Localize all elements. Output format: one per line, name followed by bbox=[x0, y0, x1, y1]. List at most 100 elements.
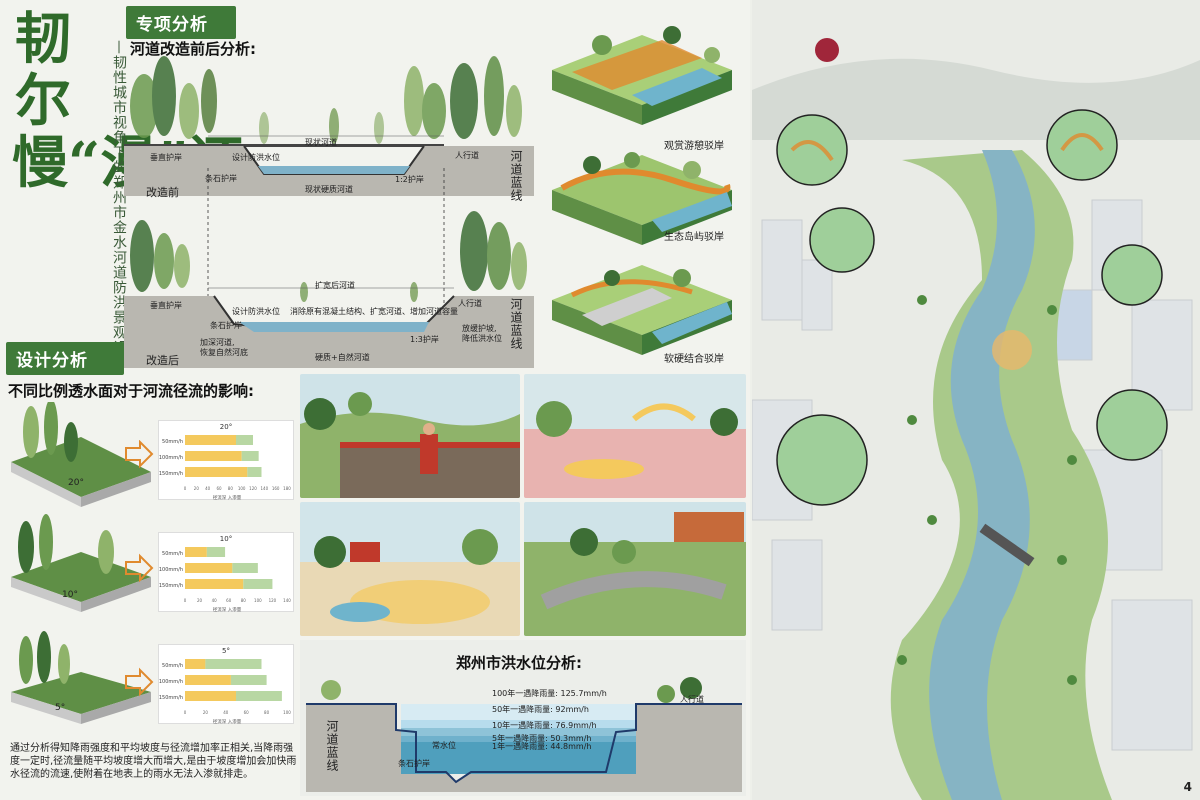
tick-label: 100 bbox=[283, 710, 291, 715]
tick-label: 80 bbox=[264, 710, 270, 715]
after-blue-line-label: 河道蓝线 bbox=[509, 298, 523, 350]
bank-block-3 bbox=[552, 265, 732, 355]
bank-type-3-label: 软硬结合驳岸 bbox=[664, 354, 724, 365]
flood-level-5: 5年一遇降雨量: 50.3mm/h bbox=[492, 734, 592, 743]
tick-label: 140 bbox=[283, 598, 291, 603]
flood-blue-line-label: 河道蓝线 bbox=[325, 720, 339, 772]
scene-illustration-2 bbox=[524, 374, 746, 498]
bar-segment-0 bbox=[185, 675, 231, 685]
bar-segment-0 bbox=[185, 451, 242, 461]
tick-label: 0 bbox=[184, 598, 187, 603]
tick-label: 40 bbox=[212, 598, 218, 603]
section-after bbox=[124, 211, 534, 368]
sun-icon bbox=[815, 38, 839, 62]
slope-note2-label: 降低洪水位 bbox=[462, 334, 502, 343]
flood-section bbox=[306, 677, 742, 792]
tick-label: 0 bbox=[184, 486, 187, 491]
tick-label: 20 bbox=[203, 710, 209, 715]
flood-normal-level-label: 常水位 bbox=[432, 741, 456, 750]
bar-segment-1 bbox=[236, 691, 282, 701]
scene-illustration-1 bbox=[300, 374, 520, 498]
bar-segment-0 bbox=[185, 467, 248, 477]
slope-block-10 bbox=[11, 514, 151, 612]
after-bottom-label: 硬质+自然河道 bbox=[315, 353, 370, 362]
stone-bank-label: 条石护岸 bbox=[205, 174, 237, 183]
tick-label: 60 bbox=[216, 486, 222, 491]
tick-label: 180 bbox=[283, 486, 291, 491]
cross-section-diagrams bbox=[124, 56, 534, 368]
arrow-right-icon bbox=[125, 667, 154, 697]
slope-block-20 bbox=[11, 402, 151, 507]
slope-blocks bbox=[11, 402, 151, 724]
bank-block-2 bbox=[552, 152, 732, 245]
after-note-label: 消除原有混凝土结构、扩宽河道、增加河道容量 bbox=[290, 307, 458, 316]
flood-level-1: 1年一遇降雨量: 44.8mm/h bbox=[492, 742, 592, 751]
sidewalk-label: 人行道 bbox=[455, 151, 479, 160]
aerial-masterplan bbox=[752, 0, 1200, 800]
flood-level-50: 50年一遇降雨量: 92mm/h bbox=[492, 705, 589, 714]
tick-label: 80 bbox=[228, 486, 234, 491]
bank-type-1-label: 观赏游憩驳岸 bbox=[664, 141, 724, 152]
current-channel-label: 现状河道 bbox=[305, 138, 337, 147]
blue-line-label: 河道蓝线 bbox=[509, 150, 523, 202]
after-stone-bank-label: 条石护岸 bbox=[210, 321, 242, 330]
chart-20-title: 20° bbox=[219, 423, 233, 431]
tick-label: 120 bbox=[249, 486, 257, 491]
after-vertical-bank-label: 垂直护岸 bbox=[150, 301, 182, 310]
bar-segment-1 bbox=[247, 467, 262, 477]
bar-segment-1 bbox=[206, 547, 226, 557]
category-label: 50mm/h bbox=[162, 439, 183, 445]
tick-label: 100 bbox=[238, 486, 246, 491]
bar-segment-0 bbox=[185, 659, 206, 669]
category-label: 50mm/h bbox=[162, 551, 183, 557]
bar-segment-0 bbox=[185, 547, 207, 557]
after-design-flood-label: 设计防洪水位 bbox=[232, 307, 280, 316]
category-label: 100mm/h bbox=[159, 567, 183, 573]
bar-segment-1 bbox=[236, 435, 253, 445]
category-label: 150mm/h bbox=[159, 583, 183, 589]
legend-label: 径流深 入渗量 bbox=[213, 494, 242, 501]
tick-label: 80 bbox=[241, 598, 247, 603]
scene-illustration-4 bbox=[524, 502, 746, 636]
chart-10-title: 10° bbox=[219, 535, 233, 543]
design-analysis-tag: 设计分析 bbox=[6, 342, 124, 375]
tick-label: 0 bbox=[184, 710, 187, 715]
legend-label: 径流深 入渗量 bbox=[213, 718, 242, 725]
tick-label: 120 bbox=[269, 598, 277, 603]
chart-5-title: 5° bbox=[222, 647, 230, 655]
main-title: 韧尔慢“漫”还 bbox=[12, 6, 244, 196]
bar-segment-0 bbox=[185, 691, 236, 701]
slope-note-label: 放缓护坡, bbox=[462, 324, 497, 333]
deepen2-label: 恢复自然河底 bbox=[200, 348, 248, 357]
deepen-label: 加深河道, bbox=[200, 338, 235, 347]
tick-label: 40 bbox=[205, 486, 211, 491]
category-label: 100mm/h bbox=[159, 455, 183, 461]
footnote: 通过分析得知降雨强度和平均坡度与径流增加率正相关,当降雨强度一定时,径流量随平均… bbox=[10, 743, 297, 780]
bar-segment-0 bbox=[185, 563, 233, 573]
flood-title: 郑州市洪水位分析: bbox=[456, 654, 582, 672]
scene-illustration-3 bbox=[300, 502, 520, 636]
section-before bbox=[124, 56, 534, 366]
bar-segment-1 bbox=[230, 675, 267, 685]
tick-label: 60 bbox=[244, 710, 250, 715]
flood-sidewalk-label: 人行道 bbox=[680, 695, 704, 704]
after-ratio-label: 1:3护岸 bbox=[410, 335, 439, 344]
slope-10-label: 10° bbox=[62, 590, 78, 600]
vertical-bank-label: 垂直护岸 bbox=[150, 153, 182, 162]
category-label: 150mm/h bbox=[159, 695, 183, 701]
bar-segment-1 bbox=[205, 659, 262, 669]
before-label: 改造前 bbox=[146, 186, 179, 199]
bank-block-1 bbox=[552, 26, 732, 125]
bar-segment-1 bbox=[232, 563, 258, 573]
subtitle: —韧性城市视角下的郑州市金水河道防洪景观设计 bbox=[111, 40, 127, 370]
tick-label: 20 bbox=[197, 598, 203, 603]
after-sidewalk-label: 人行道 bbox=[458, 299, 482, 308]
arrow-right-icon bbox=[125, 553, 154, 583]
bar-segment-1 bbox=[243, 579, 273, 589]
bank-type-2-label: 生态岛屿驳岸 bbox=[664, 232, 724, 243]
slope-20-label: 20° bbox=[68, 478, 84, 488]
